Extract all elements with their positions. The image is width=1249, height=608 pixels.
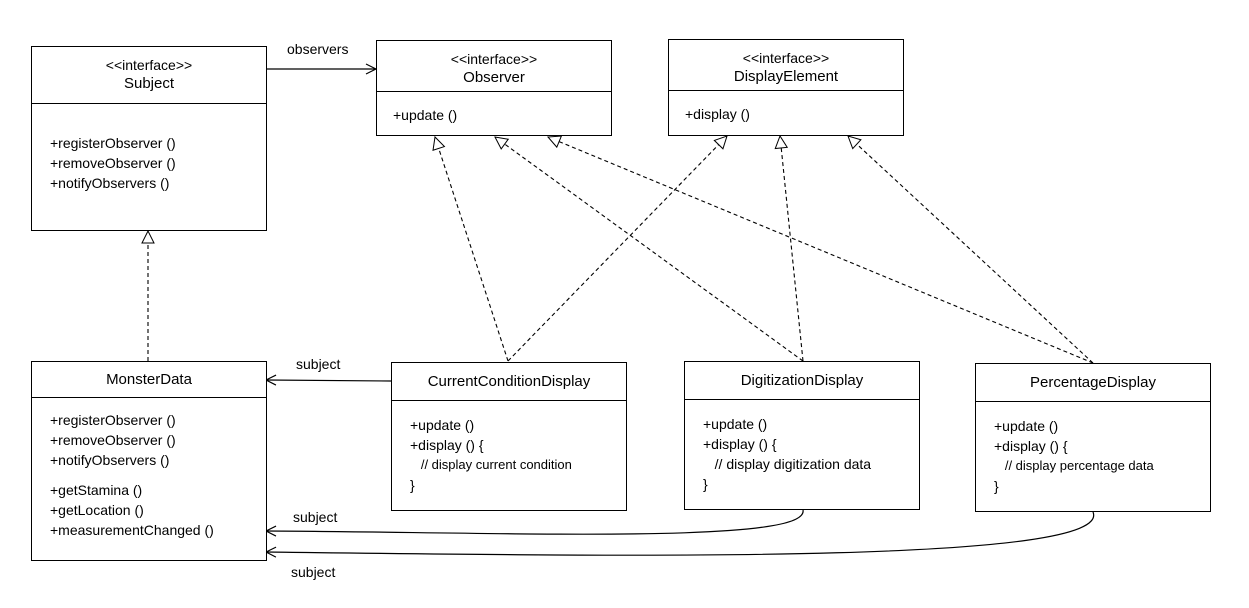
class-header: <<interface>> Subject [32,47,266,104]
method: +removeObserver () [50,155,176,171]
class-digitization-display[interactable]: DigitizationDisplay +update () +display … [684,361,920,510]
method: +display () { [703,436,777,452]
method: +getStamina () [50,482,143,498]
class-name: Observer [463,69,525,86]
stereotype: <<interface>> [742,50,830,66]
realization-percentage-observer [548,137,1094,364]
method-list: +update () +display () { // display curr… [392,401,626,495]
class-observer[interactable]: <<interface>> Observer +update () [376,40,612,136]
class-header: <<interface>> DisplayElement [669,40,903,91]
stereotype: <<interface>> [450,51,538,67]
method-comment: // display current condition [410,457,572,472]
method: +display () { [410,437,484,453]
method: } [994,478,999,494]
stereotype: <<interface>> [105,57,193,73]
class-percentage-display[interactable]: PercentageDisplay +update () +display ()… [975,363,1211,512]
class-header: DigitizationDisplay [685,362,919,400]
class-name: MonsterData [106,371,192,388]
method-list: +update () [377,92,611,125]
method: +update () [703,416,768,432]
method: +measurementChanged () [50,522,214,538]
class-header: <<interface>> Observer [377,41,611,92]
method-list: +update () +display () { // display perc… [976,402,1210,496]
method: +update () [994,418,1059,434]
method: +update () [410,417,475,433]
class-name: CurrentConditionDisplay [427,373,591,390]
realization-percentage-displayelement [848,136,1094,364]
class-name: PercentageDisplay [1030,374,1156,391]
realization-digitization-observer [495,137,804,362]
realization-digitization-displayelement [780,136,804,362]
class-name: DisplayElement [733,68,839,85]
class-monster-data[interactable]: MonsterData +registerObserver () +remove… [31,361,267,561]
subject-label: subject [296,356,341,372]
subject-association-percentage [266,511,1095,555]
subject-association-current [266,380,392,381]
realization-current-displayelement [507,136,727,362]
method: +removeObserver () [50,432,176,448]
class-subject[interactable]: <<interface>> Subject +registerObserver … [31,46,267,231]
method: +display () [685,106,750,122]
method: +getLocation () [50,502,144,518]
method: } [703,476,708,492]
method-list: +update () +display () { // display digi… [685,400,919,494]
class-header: CurrentConditionDisplay [392,363,626,401]
method: +notifyObservers () [50,175,170,191]
class-header: PercentageDisplay [976,364,1210,402]
class-current-condition-display[interactable]: CurrentConditionDisplay +update () +disp… [391,362,627,511]
class-name: Subject [123,75,175,92]
method-comment: // display digitization data [703,456,872,472]
class-display-element[interactable]: <<interface>> DisplayElement +display () [668,39,904,136]
class-header: MonsterData [32,362,266,398]
method-list: +display () [669,91,903,124]
subject-association-digitization [266,509,804,534]
subject-label: subject [291,564,336,580]
class-name: DigitizationDisplay [740,372,864,389]
method: } [410,477,415,493]
method: +update () [393,107,458,123]
method: +notifyObservers () [50,452,170,468]
observers-label: observers [287,41,349,57]
subject-label: subject [293,509,338,525]
method-list: +registerObserver () +removeObserver () … [32,104,266,193]
method: +display () { [994,438,1068,454]
method-comment: // display percentage data [994,458,1154,473]
realization-current-observer [435,137,509,362]
method-list: +registerObserver () +removeObserver () … [32,398,266,540]
method: +registerObserver () [50,412,176,428]
method: +registerObserver () [50,135,176,151]
